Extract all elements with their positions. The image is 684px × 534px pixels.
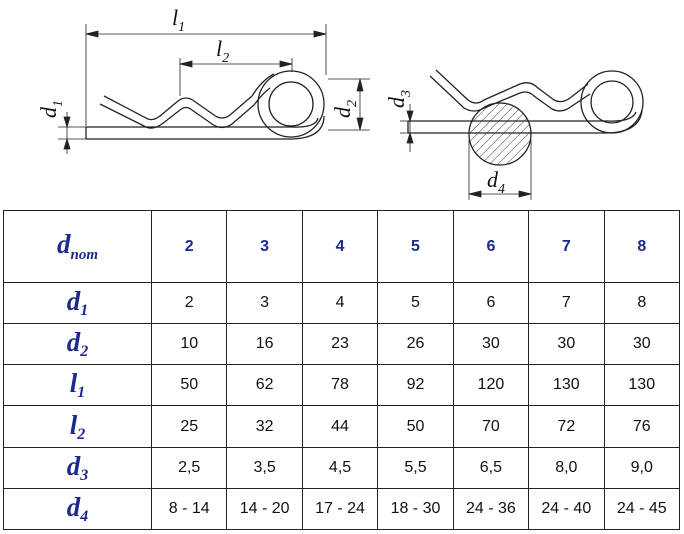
table-cell: 2,5 (150, 446, 228, 489)
table-cell: 6 (452, 281, 530, 325)
table-row-d3: d3 2,5 3,5 4,5 5,5 6,5 8,0 9,0 (3, 446, 681, 489)
table-cell: 30 (528, 323, 605, 366)
header-dnom: dnom (3, 210, 152, 283)
col-header: 8 (603, 210, 681, 283)
table-cell: 78 (301, 364, 379, 407)
table-cell: 120 (452, 364, 530, 407)
table-row-l1: l1 50 62 78 92 120 130 130 (3, 364, 681, 407)
table-cell: 7 (528, 281, 605, 325)
col-header: 7 (528, 210, 605, 283)
label-d4: d4 (487, 167, 505, 197)
table-cell: 24 - 36 (452, 487, 530, 531)
table-cell: 3 (226, 281, 303, 325)
table-cell: 4,5 (301, 446, 379, 489)
table-cell: 23 (301, 323, 379, 366)
r-clip-drawing: l1 l2 d1 d2 d3 d4 (36, 5, 644, 200)
table-cell: 30 (452, 323, 530, 366)
table-cell: 92 (377, 364, 454, 407)
table-cell: 6,5 (452, 446, 530, 489)
table-cell: 8 (603, 281, 681, 325)
table-cell: 32 (226, 405, 303, 448)
col-header: 4 (301, 210, 379, 283)
table-cell: 10 (150, 323, 228, 366)
row-header: l1 (3, 364, 152, 407)
left-view (85, 70, 325, 140)
row-header: d4 (3, 487, 152, 531)
table-row-l2: l2 25 32 44 50 70 72 76 (3, 405, 681, 448)
row-header: l2 (3, 405, 152, 448)
table-cell: 9,0 (603, 446, 681, 489)
table-header-row: dnom 2 3 4 5 6 7 8 (3, 210, 681, 283)
label-d2: d2 (330, 100, 360, 118)
table-cell: 72 (528, 405, 605, 448)
col-header: 6 (452, 210, 530, 283)
table-cell: 30 (603, 323, 681, 366)
table-cell: 44 (301, 405, 379, 448)
label-l2: l2 (216, 36, 229, 66)
table-cell: 130 (528, 364, 605, 407)
table-row-d2: d2 10 16 23 26 30 30 30 (3, 323, 681, 366)
table-cell: 24 - 40 (528, 487, 605, 531)
right-view (407, 69, 644, 166)
table-cell: 76 (603, 405, 681, 448)
col-header: 2 (150, 210, 228, 283)
col-header: 5 (377, 210, 454, 283)
table-cell: 62 (226, 364, 303, 407)
table-cell: 5,5 (377, 446, 454, 489)
table-row-d1: d1 2 3 4 5 6 7 8 (3, 281, 681, 325)
table-cell: 14 - 20 (226, 487, 303, 531)
table-cell: 50 (377, 405, 454, 448)
table-cell: 50 (150, 364, 228, 407)
table-cell: 25 (150, 405, 228, 448)
row-header: d3 (3, 446, 152, 489)
table-cell: 26 (377, 323, 454, 366)
table-cell: 18 - 30 (377, 487, 454, 531)
row-header: d2 (3, 323, 152, 366)
table-cell: 5 (377, 281, 454, 325)
left-view-labels: l1 l2 d1 d2 (36, 5, 360, 118)
label-d3: d3 (384, 90, 414, 108)
table-cell: 3,5 (226, 446, 303, 489)
label-d1: d1 (36, 100, 66, 118)
table-cell: 2 (150, 281, 228, 325)
table-cell: 16 (226, 323, 303, 366)
table-cell: 17 - 24 (301, 487, 379, 531)
right-view-labels: d3 d4 (384, 90, 505, 197)
table-cell: 8 - 14 (150, 487, 228, 531)
label-l1: l1 (172, 5, 185, 35)
left-view-dimensions (58, 24, 370, 154)
table-cell: 130 (603, 364, 681, 407)
right-view-dimensions (400, 104, 532, 200)
table-row-d4: d4 8 - 14 14 - 20 17 - 24 18 - 30 24 - 3… (3, 487, 681, 531)
col-header: 3 (226, 210, 303, 283)
table-cell: 4 (301, 281, 379, 325)
table-cell: 8,0 (528, 446, 605, 489)
row-header: d1 (3, 281, 152, 325)
table-cell: 24 - 45 (603, 487, 681, 531)
dimensions-table: dnom 2 3 4 5 6 7 8 d1 2 3 4 5 6 7 8 d2 1… (3, 210, 681, 531)
table-cell: 70 (452, 405, 530, 448)
